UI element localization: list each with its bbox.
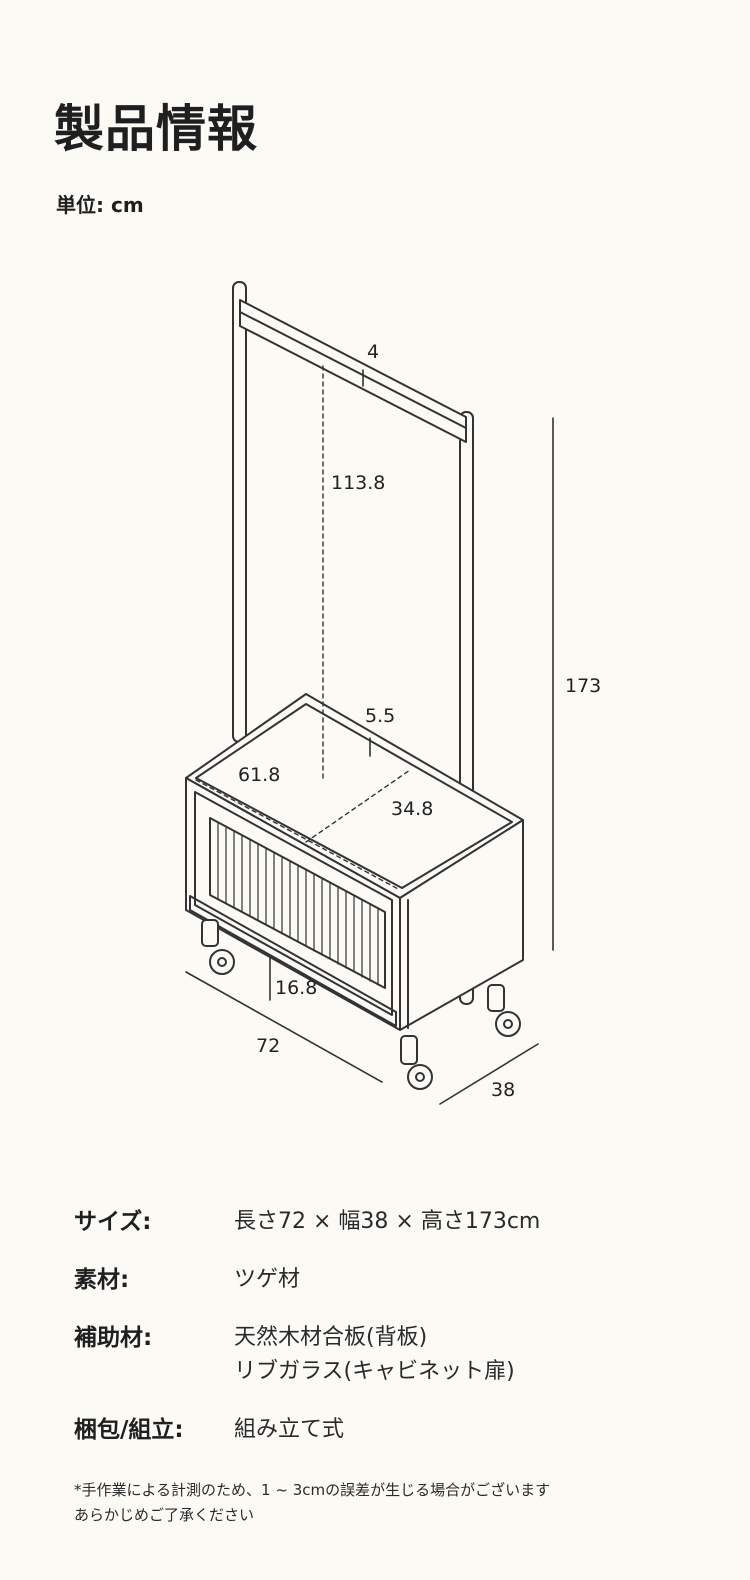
dashed-guides xyxy=(195,365,411,891)
dim-inner-depth: 34.8 xyxy=(391,798,433,820)
dimension-lines xyxy=(185,369,554,1105)
spec-label: 梱包/組立: xyxy=(74,1417,184,1443)
spec-value: 天然木材合板(背板) xyxy=(234,1325,428,1350)
spec-value: 組み立て式 xyxy=(234,1417,345,1442)
dim-hanging-height: 113.8 xyxy=(331,472,385,494)
spec-table: サイズ: 長さ72 × 幅38 × 高さ173cm 素材: ツゲ材 補助材: 天… xyxy=(74,1205,714,1471)
spec-label: 補助材: xyxy=(74,1325,153,1351)
spec-row-size: サイズ: 長さ72 × 幅38 × 高さ173cm xyxy=(74,1205,714,1239)
spec-row-material: 素材: ツゲ材 xyxy=(74,1263,714,1297)
spec-value: 長さ72 × 幅38 × 高さ173cm xyxy=(234,1209,541,1234)
spec-value: ツゲ材 xyxy=(234,1267,301,1292)
dim-total-height: 173 xyxy=(565,675,601,697)
note-line-2: あらかじめご了承ください xyxy=(74,1506,255,1524)
left-post xyxy=(232,281,247,743)
spec-value: リブガラス(キャビネット扉) xyxy=(234,1359,515,1384)
cabinet-side xyxy=(399,819,524,1031)
ribbed-glass-door xyxy=(209,817,386,989)
page-title: 製品情報 xyxy=(54,100,258,158)
base-rail xyxy=(189,895,397,1027)
caster-front-right xyxy=(400,1035,433,1090)
dim-depth: 38 xyxy=(491,1079,515,1101)
product-dimension-diagram: 4 113.8 173 5.5 61.8 34.8 16.8 72 38 xyxy=(185,281,601,1105)
caster-front-left xyxy=(201,919,235,975)
unit-label: 単位: cm xyxy=(56,193,144,217)
caster-back-right xyxy=(487,984,521,1037)
note-line-1: *手作業による計測のため、1 ~ 3cmの誤差が生じる場合がございます xyxy=(74,1481,551,1499)
dim-rail-depth: 4 xyxy=(367,341,379,363)
dim-box-inner-depth: 5.5 xyxy=(365,705,395,727)
dim-clearance: 16.8 xyxy=(275,977,317,999)
measurement-note: *手作業による計測のため、1 ~ 3cmの誤差が生じる場合がございます あらかじ… xyxy=(74,1478,714,1528)
spec-label: サイズ: xyxy=(74,1209,152,1235)
spec-label: 素材: xyxy=(74,1267,130,1293)
spec-row-sub-material: 補助材: 天然木材合板(背板) リブガラス(キャビネット扉) xyxy=(74,1321,714,1389)
dim-inner-width: 61.8 xyxy=(238,764,280,786)
dim-width: 72 xyxy=(256,1035,280,1057)
top-rail xyxy=(239,299,467,443)
spec-row-assembly: 梱包/組立: 組み立て式 xyxy=(74,1413,714,1447)
